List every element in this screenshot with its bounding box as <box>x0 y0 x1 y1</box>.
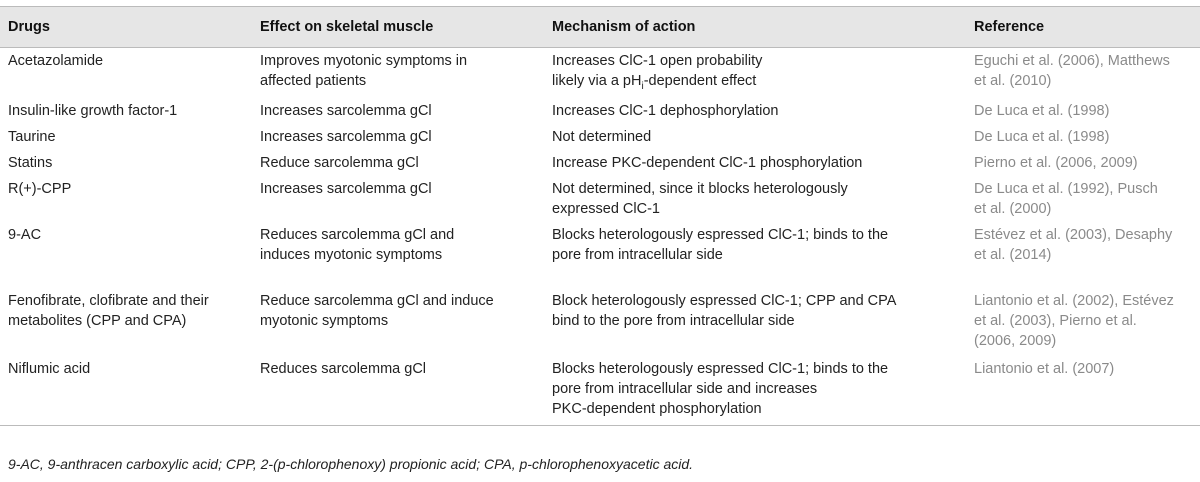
table-row: Fenofibrate, clofibrate and their metabo… <box>0 288 1200 356</box>
table-row: Niflumic acid Reduces sarcolemma gCl Blo… <box>0 356 1200 426</box>
table-footnote: 9-AC, 9-anthracen carboxylic acid; CPP, … <box>8 456 694 472</box>
effect-cell: Reduce sarcolemma gCl <box>260 154 419 171</box>
effect-cell: Improves myotonic symptoms in affected p… <box>260 53 468 89</box>
mechanism-cell: Increases ClC-1 dephosphorylation <box>552 102 779 119</box>
table-row: Insulin-like growth factor-1 Increases s… <box>0 98 1200 124</box>
table-row: Acetazolamide Improves myotonic symptoms… <box>0 48 1200 98</box>
header-effect: Effect on skeletal muscle <box>260 19 434 35</box>
drug-table: Drugs Effect on skeletal muscle Mechanis… <box>0 6 1200 426</box>
effect-cell: Increases sarcolemma gCl <box>260 128 432 145</box>
reference-cell: Estévez et al. (2003), Desaphy et al. (2… <box>974 226 1173 263</box>
mechanism-cell: Not determined <box>552 128 652 145</box>
drug-cell: Acetazolamide <box>8 53 104 69</box>
drug-cell: Insulin-like growth factor-1 <box>8 102 178 119</box>
reference-cell: Liantonio et al. (2002), Estévez et al. … <box>974 292 1174 349</box>
header-drugs: Drugs <box>8 19 50 35</box>
table-row: Statins Reduce sarcolemma gCl Increase P… <box>0 150 1200 176</box>
reference-cell: De Luca et al. (1992), Pusch et al. (200… <box>974 180 1158 217</box>
table-row: Taurine Increases sarcolemma gCl Not det… <box>0 124 1200 150</box>
drug-cell: Taurine <box>8 128 56 145</box>
mechanism-cell: Blocks heterologously espressed ClC-1; b… <box>552 360 889 417</box>
header-mechanism: Mechanism of action <box>552 19 696 35</box>
mechanism-cell: Block heterologously espressed ClC-1; CP… <box>552 292 897 329</box>
reference-cell: Pierno et al. (2006, 2009) <box>974 154 1138 171</box>
mechanism-cell: Blocks heterologously espressed ClC-1; b… <box>552 226 889 263</box>
effect-cell: Increases sarcolemma gCl <box>260 102 432 119</box>
reference-cell: De Luca et al. (1998) <box>974 128 1110 145</box>
effect-cell: Increases sarcolemma gCl <box>260 180 432 197</box>
effect-cell: Reduces sarcolemma gCl <box>260 360 427 377</box>
table-row: R(+)-CPP Increases sarcolemma gCl Not de… <box>0 176 1200 222</box>
mechanism-cell: Not determined, since it blocks heterolo… <box>552 180 848 217</box>
mechanism-cell: Increase PKC-dependent ClC-1 phosphoryla… <box>552 154 863 171</box>
reference-cell: Liantonio et al. (2007) <box>974 360 1115 377</box>
mechanism-cell: Increases ClC-1 open probability likely … <box>552 53 763 92</box>
drug-cell: R(+)-CPP <box>8 180 72 197</box>
drug-cell: Fenofibrate, clofibrate and their metabo… <box>8 292 209 329</box>
header-reference: Reference <box>974 19 1045 35</box>
table-row: 9-AC Reduces sarcolemma gCl and induces … <box>0 222 1200 288</box>
drug-cell: Statins <box>8 154 53 171</box>
drug-cell: 9-AC <box>8 226 42 243</box>
reference-cell: De Luca et al. (1998) <box>974 102 1110 119</box>
table-header-row: Drugs Effect on skeletal muscle Mechanis… <box>0 6 1200 48</box>
reference-cell: Eguchi et al. (2006), Matthews et al. (2… <box>974 53 1170 89</box>
effect-cell: Reduces sarcolemma gCl and induces myoto… <box>260 226 455 263</box>
effect-cell: Reduce sarcolemma gCl and induce myotoni… <box>260 292 494 329</box>
drug-cell: Niflumic acid <box>8 360 91 377</box>
